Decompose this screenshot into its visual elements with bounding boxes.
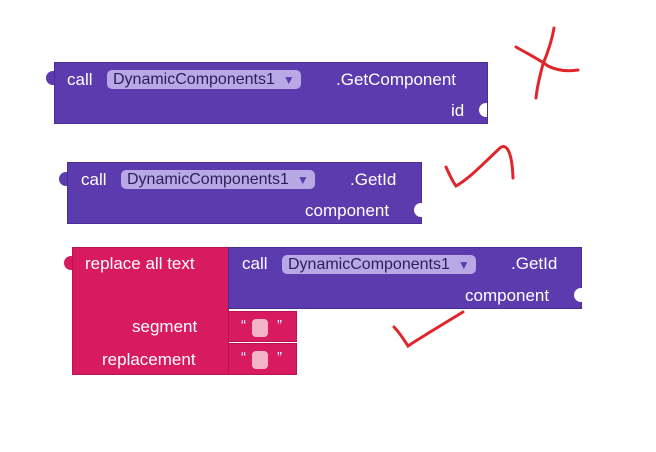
call-label: call — [242, 254, 268, 273]
component-dropdown[interactable]: DynamicComponents1▼ — [282, 255, 476, 274]
input-socket[interactable] — [414, 203, 422, 217]
string-input[interactable] — [252, 319, 268, 337]
left-connector — [64, 256, 72, 270]
input-socket[interactable] — [479, 103, 487, 117]
quote-close: ” — [277, 317, 282, 334]
string-input[interactable] — [252, 351, 268, 369]
component-dropdown[interactable]: DynamicComponents1▼ — [107, 70, 301, 89]
quote-close: ” — [277, 349, 282, 366]
segment-label: segment — [132, 317, 198, 336]
call-label: call — [81, 170, 107, 189]
dropdown-arrow-icon: ▼ — [282, 73, 295, 87]
input-socket[interactable] — [574, 288, 582, 302]
arg-label-component: component — [465, 286, 550, 305]
method-label: .GetId — [350, 170, 397, 189]
call-label: call — [67, 70, 93, 89]
quote-open: “ — [241, 349, 246, 366]
quote-open: “ — [241, 317, 246, 334]
method-label: .GetId — [511, 254, 558, 273]
left-connector — [46, 71, 54, 85]
arg-label-component: component — [305, 201, 390, 220]
cross-mark-icon — [514, 26, 580, 100]
replace-all-text-block[interactable]: replace all text segment replacement — [64, 247, 229, 375]
left-connector — [59, 172, 67, 186]
inner-get-id-block[interactable]: call DynamicComponents1▼ .GetId componen… — [228, 247, 582, 309]
get-id-block[interactable]: call DynamicComponents1▼ .GetId componen… — [59, 162, 422, 224]
component-dropdown[interactable]: DynamicComponents1▼ — [121, 170, 315, 189]
arg-label-id: id — [451, 101, 465, 120]
dropdown-arrow-icon: ▼ — [457, 258, 470, 272]
segment-string-block[interactable]: “ ” — [228, 311, 297, 342]
method-label: .GetComponent — [336, 70, 457, 89]
replacement-label: replacement — [102, 350, 196, 369]
replace-label: replace all text — [85, 254, 195, 273]
replacement-string-block[interactable]: “ ” — [228, 343, 297, 375]
get-component-block[interactable]: call DynamicComponents1▼ .GetComponent i… — [46, 62, 488, 124]
check-mark-icon — [444, 145, 515, 188]
check-mark-icon — [392, 310, 465, 349]
dropdown-arrow-icon: ▼ — [296, 173, 309, 187]
